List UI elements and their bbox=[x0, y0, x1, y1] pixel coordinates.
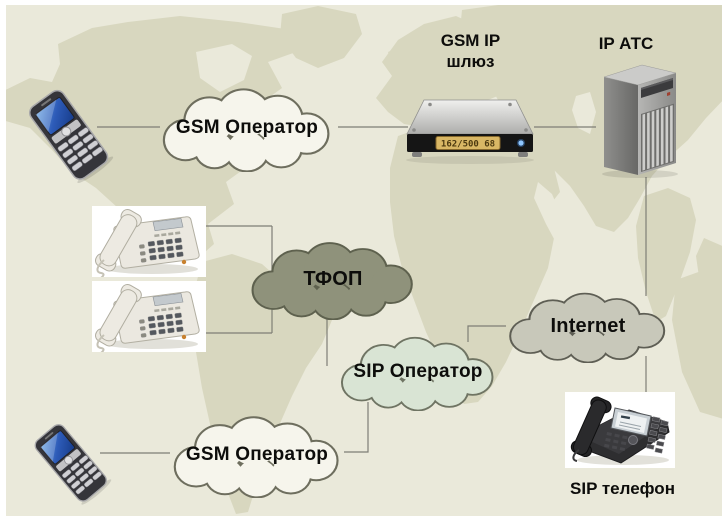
cloud-label-internet: Internet bbox=[550, 314, 626, 337]
gateway-lcd-text: 162/500 68 bbox=[441, 140, 495, 150]
gateway-label: GSM IP шлюз bbox=[440, 31, 501, 71]
sip-phone-device bbox=[565, 392, 675, 468]
analog-desk-phone-2 bbox=[92, 281, 206, 352]
cloud-internet: Internet bbox=[500, 289, 676, 363]
analog-desk-phone-1 bbox=[92, 206, 206, 277]
mobile-phone-icon bbox=[34, 424, 112, 505]
frame-right bbox=[722, 0, 727, 520]
cloud-label-tfop: ТФОП bbox=[303, 267, 363, 290]
gsm-ip-gateway: 162/500 68 bbox=[400, 90, 540, 168]
cloud-label-gsm-operator-top: GSM Оператор bbox=[175, 117, 319, 138]
sip-phone-icon bbox=[570, 396, 670, 465]
gsm-mobile-phone-bottom bbox=[30, 416, 112, 508]
server-tower-icon bbox=[602, 64, 678, 178]
desk-phone-icon bbox=[95, 208, 200, 277]
cloud-tfop: ТФОП bbox=[242, 238, 424, 320]
pbx-label: IP АТС bbox=[598, 34, 654, 53]
frame-top bbox=[0, 0, 727, 5]
cloud-gsm-operator-top: GSM Оператор bbox=[153, 84, 341, 172]
mobile-phone-icon bbox=[28, 89, 114, 184]
ip-pbx-server bbox=[590, 57, 682, 179]
cloud-label-sip-operator: SIP Оператор bbox=[353, 361, 483, 382]
gateway-led bbox=[518, 140, 524, 146]
desk-phone-icon bbox=[95, 283, 200, 352]
frame-bottom bbox=[0, 516, 727, 520]
cloud-sip-operator: SIP Оператор bbox=[332, 333, 504, 411]
cloud-label-gsm-operator-bottom: GSM Оператор bbox=[185, 444, 329, 465]
cloud-gsm-operator-bottom: GSM Оператор bbox=[164, 412, 350, 498]
frame-left bbox=[0, 0, 6, 520]
gateway-icon: 162/500 68 bbox=[406, 99, 534, 164]
gsm-mobile-phone-top bbox=[26, 84, 114, 190]
sip-phone-label: SIP телефон bbox=[570, 479, 675, 498]
